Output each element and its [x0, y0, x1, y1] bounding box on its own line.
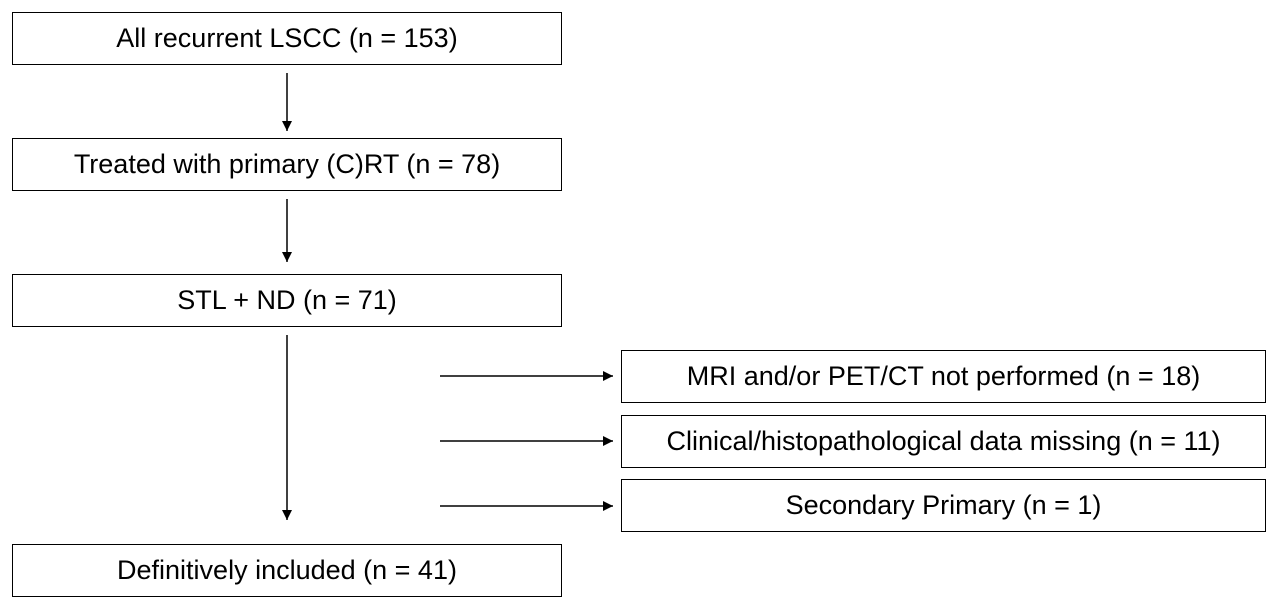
step-stl-nd-label: STL + ND (n = 71) [177, 285, 397, 315]
step-all-recurrent-label: All recurrent LSCC (n = 153) [116, 23, 458, 53]
step-definitively-included-label: Definitively included (n = 41) [117, 555, 457, 585]
exclusion-secondary-primary-label: Secondary Primary (n = 1) [785, 490, 1102, 520]
step-treated-crt-label: Treated with primary (C)RT (n = 78) [73, 149, 501, 179]
exclusion-data-missing-label: Clinical/histopathological data missing … [666, 426, 1221, 456]
step-stl-nd-box: STL + ND (n = 71) [12, 274, 562, 327]
exclusion-data-missing-box: Clinical/histopathological data missing … [621, 415, 1266, 468]
step-definitively-included-box: Definitively included (n = 41) [12, 544, 562, 597]
exclusion-imaging-box: MRI and/or PET/CT not performed (n = 18) [621, 350, 1266, 403]
step-treated-crt-box: Treated with primary (C)RT (n = 78) [12, 138, 562, 191]
step-all-recurrent-box: All recurrent LSCC (n = 153) [12, 12, 562, 65]
exclusion-secondary-primary-box: Secondary Primary (n = 1) [621, 479, 1266, 532]
exclusion-imaging-label: MRI and/or PET/CT not performed (n = 18) [686, 361, 1201, 391]
